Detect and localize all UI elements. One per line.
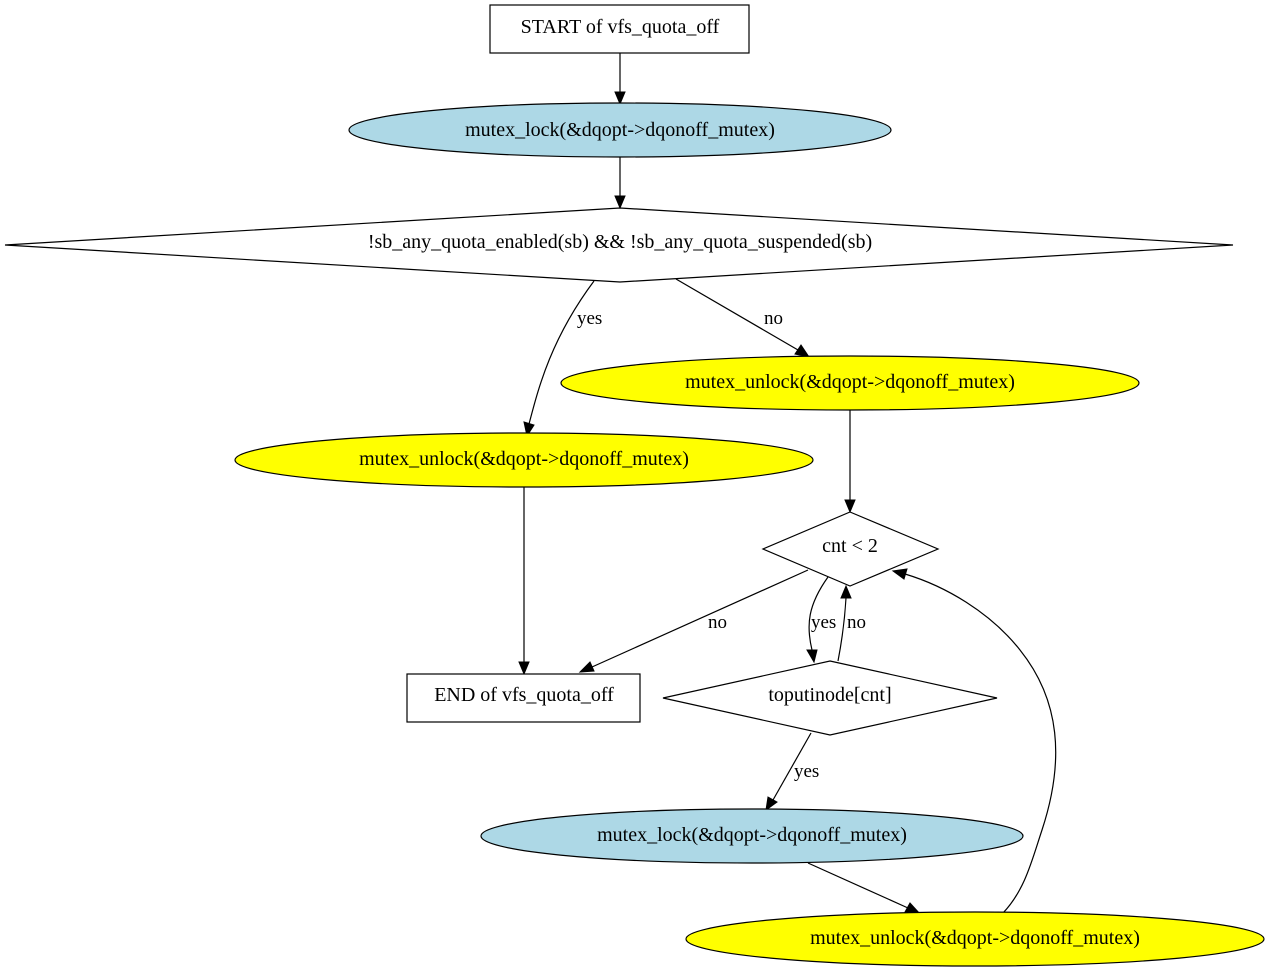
lock-node-loop: mutex_lock(&dqopt->dqonoff_mutex) <box>480 808 1024 864</box>
edge-toputinode-yes-to-lock <box>765 732 812 812</box>
edge-label-toputinode-yes: yes <box>794 761 819 782</box>
unlock-node-loop: mutex_unlock(&dqopt->dqonoff_mutex) <box>685 911 1265 967</box>
cnt-check-decision: cnt < 2 <box>761 511 940 587</box>
quota-check-label: !sb_any_quota_enabled(sb) && !sb_any_quo… <box>368 231 872 253</box>
edge-toputinode-no-to-cnt <box>837 584 852 662</box>
edge-label-cnt-yes: yes <box>811 612 836 633</box>
edge-start-to-lock <box>614 53 626 106</box>
unlock-node-no-branch-label: mutex_unlock(&dqopt->dqonoff_mutex) <box>685 371 1015 393</box>
unlock-node-yes-branch: mutex_unlock(&dqopt->dqonoff_mutex) <box>234 432 814 488</box>
edge-unlock-loop-to-cnt <box>891 568 1057 914</box>
edge-unlock-no-to-cnt <box>844 409 856 514</box>
end-node-label: END of vfs_quota_off <box>434 684 614 706</box>
toputinode-decision: toputinode[cnt] <box>662 660 998 736</box>
edge-lock-to-unlock-loop <box>807 862 922 915</box>
edge-label-toputinode-no: no <box>847 612 866 633</box>
toputinode-label: toputinode[cnt] <box>768 684 891 706</box>
edge-cnt-no-to-end <box>578 569 809 673</box>
edge-lock-to-check <box>614 156 626 210</box>
cnt-check-label: cnt < 2 <box>822 535 878 557</box>
unlock-node-yes-branch-label: mutex_unlock(&dqopt->dqonoff_mutex) <box>359 448 689 470</box>
unlock-node-loop-label: mutex_unlock(&dqopt->dqonoff_mutex) <box>810 927 1140 949</box>
lock-node-top-label: mutex_lock(&dqopt->dqonoff_mutex) <box>465 119 775 141</box>
edge-label-check-no: no <box>764 308 783 329</box>
start-node-label: START of vfs_quota_off <box>521 16 720 38</box>
unlock-node-no-branch: mutex_unlock(&dqopt->dqonoff_mutex) <box>560 355 1140 411</box>
start-node: START of vfs_quota_off <box>489 4 750 54</box>
edge-check-no <box>675 278 811 358</box>
edge-unlock-yes-to-end <box>518 487 530 676</box>
edge-cnt-yes-to-toputinode <box>806 576 829 664</box>
lock-node-top: mutex_lock(&dqopt->dqonoff_mutex) <box>348 102 892 158</box>
lock-node-loop-label: mutex_lock(&dqopt->dqonoff_mutex) <box>597 824 907 846</box>
quota-check-decision: !sb_any_quota_enabled(sb) && !sb_any_quo… <box>4 207 1234 283</box>
edge-label-check-yes: yes <box>577 308 602 329</box>
edge-label-cnt-no: no <box>708 612 727 633</box>
edge-check-yes <box>523 280 595 438</box>
end-node: END of vfs_quota_off <box>406 673 641 723</box>
